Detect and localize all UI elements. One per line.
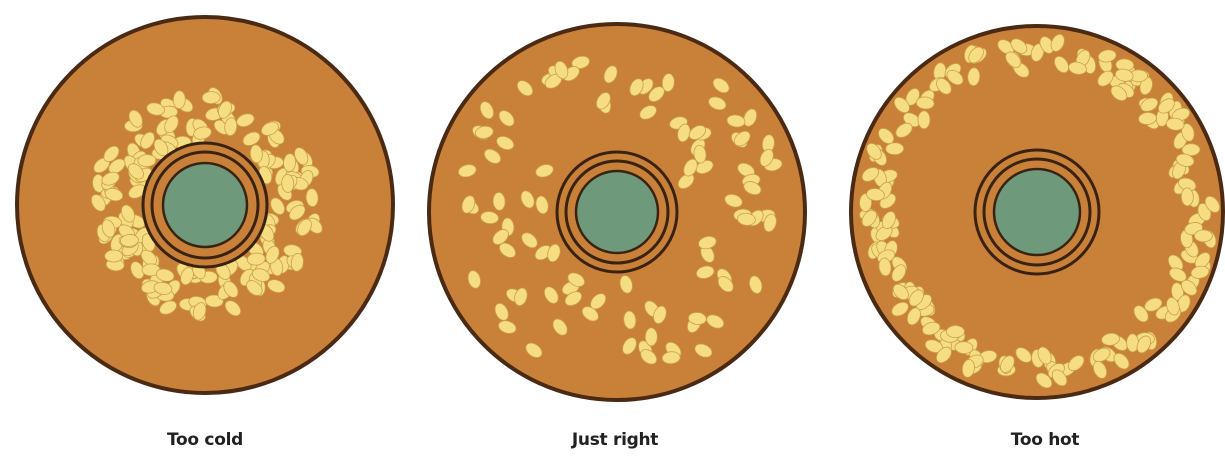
sesame-seed bbox=[1194, 230, 1212, 242]
bagel-hole bbox=[576, 171, 658, 253]
sesame-seed bbox=[105, 250, 123, 262]
caption-just-right: Just right bbox=[515, 430, 715, 450]
bagel-too-cold bbox=[17, 17, 393, 393]
sesame-seed bbox=[202, 91, 220, 103]
caption-too-cold: Too cold bbox=[105, 430, 305, 450]
bagel-too-hot bbox=[851, 26, 1223, 398]
sesame-seed bbox=[886, 143, 904, 155]
bagel-hole bbox=[163, 163, 247, 247]
caption-too-hot: Too hot bbox=[945, 430, 1145, 450]
sesame-seed bbox=[918, 111, 930, 129]
sesame-seed bbox=[645, 328, 657, 346]
sesame-seed bbox=[946, 325, 964, 337]
bagel-just-right bbox=[429, 24, 805, 400]
sesame-seed bbox=[1181, 188, 1194, 206]
sesame-seed bbox=[173, 90, 186, 108]
bagel-hole bbox=[994, 169, 1080, 255]
